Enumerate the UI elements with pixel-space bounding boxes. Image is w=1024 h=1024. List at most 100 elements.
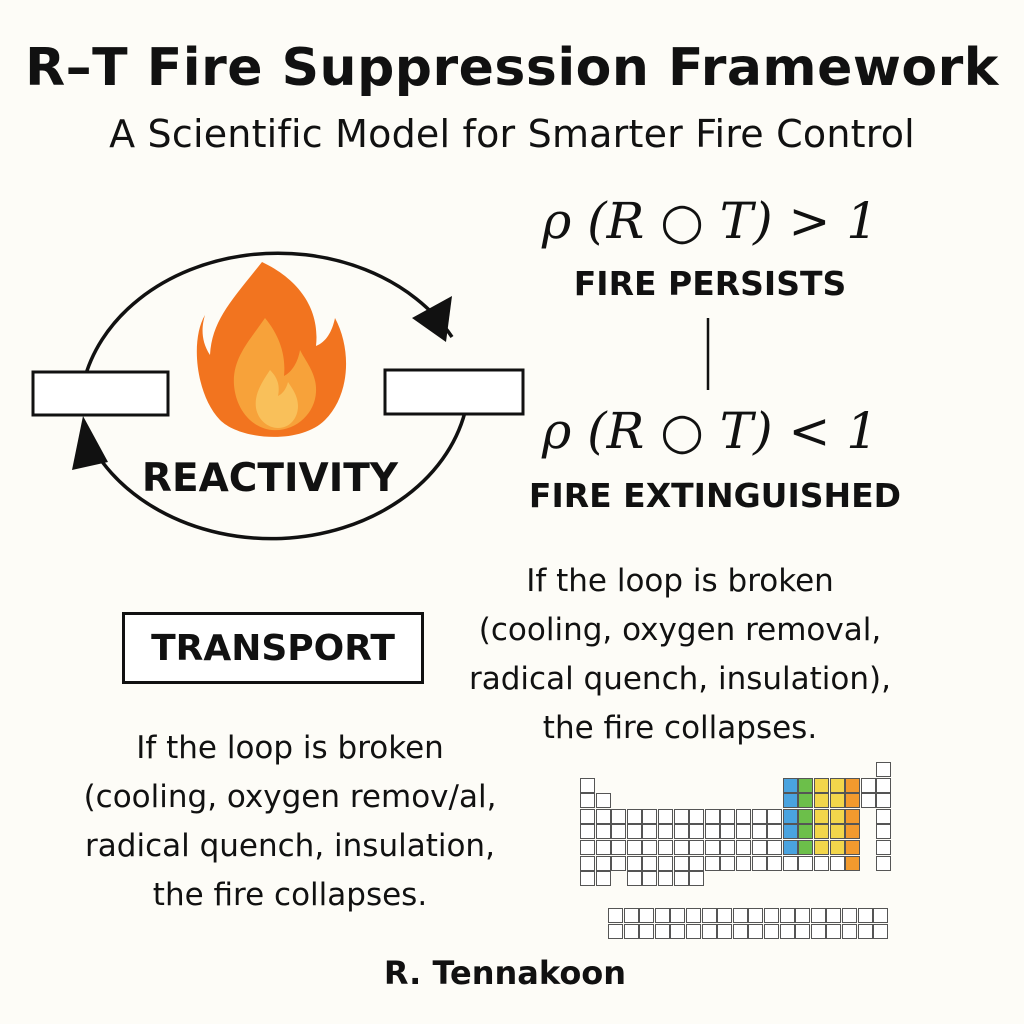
- periodic-table-cell: [764, 908, 779, 923]
- periodic-table-cell: [829, 808, 845, 824]
- periodic-table-cell: [814, 808, 829, 824]
- periodic-table-cell: [642, 840, 658, 855]
- periodic-table-cell: [798, 808, 814, 824]
- periodic-table-cell: [845, 824, 861, 840]
- transport-label: TRANSPORT: [151, 627, 395, 669]
- periodic-table-cell: [732, 923, 748, 939]
- periodic-table-cell: [829, 793, 845, 809]
- periodic-table-cell: [845, 793, 861, 809]
- periodic-table-cell: [751, 824, 767, 840]
- periodic-table-cell: [580, 793, 595, 809]
- periodic-table-cell: [580, 808, 595, 824]
- periodic-table-cell: [595, 824, 611, 840]
- periodic-table-cell: [810, 908, 826, 923]
- periodic-table-cell: [876, 777, 892, 793]
- periodic-table-cell: [782, 793, 798, 809]
- periodic-table-cell: [751, 808, 767, 824]
- periodic-table-cell: [623, 923, 639, 939]
- periodic-table-cell: [608, 908, 623, 923]
- periodic-table-cell: [842, 908, 857, 923]
- periodic-table-cell: [704, 840, 720, 855]
- explanation-right-line: the fire collapses.: [542, 710, 818, 746]
- periodic-table-cell: [798, 824, 814, 840]
- periodic-table-cell: [673, 855, 689, 871]
- periodic-table-cell: [611, 824, 627, 840]
- periodic-table-icon: [580, 762, 916, 952]
- periodic-table-cell: [704, 808, 720, 824]
- periodic-table-cell: [814, 855, 829, 871]
- periodic-table-cell: [639, 923, 655, 939]
- periodic-table-cell: [876, 840, 892, 855]
- periodic-table-cell: [748, 908, 764, 923]
- right-side-box: [383, 368, 525, 416]
- periodic-table-cell: [580, 855, 595, 871]
- periodic-table-cell: [860, 793, 876, 809]
- periodic-table-cell: [689, 855, 705, 871]
- periodic-table-cell: [595, 808, 611, 824]
- periodic-table-cell: [701, 908, 717, 923]
- periodic-table-cell: [795, 923, 811, 939]
- loop-arc-lower: [81, 411, 467, 541]
- persist-equation: ρ (R ○ T) > 1: [541, 192, 879, 250]
- periodic-table-cell: [845, 840, 861, 855]
- periodic-table-cell: [876, 855, 892, 871]
- periodic-table-cell: [767, 808, 783, 824]
- periodic-table-cell: [704, 824, 720, 840]
- periodic-table-cell: [611, 840, 627, 855]
- periodic-table-cell: [814, 777, 829, 793]
- periodic-table-cell: [751, 855, 767, 871]
- periodic-table-cell: [626, 855, 642, 871]
- periodic-table-cell: [580, 777, 595, 793]
- periodic-table-cell: [658, 808, 673, 824]
- periodic-table-cell: [642, 808, 658, 824]
- periodic-table-cell: [717, 923, 733, 939]
- transport-box: TRANSPORT: [122, 612, 424, 684]
- periodic-table-cell: [845, 855, 861, 871]
- periodic-table-cell: [595, 855, 611, 871]
- explanation-right-line: radical quench, insulation),: [469, 661, 891, 697]
- periodic-table-cell: [736, 824, 751, 840]
- periodic-table-cell: [798, 793, 814, 809]
- periodic-table-cell: [795, 908, 811, 923]
- periodic-table-cell: [810, 923, 826, 939]
- periodic-table-cell: [686, 908, 701, 923]
- explanation-left-line: (cooling, oxygen remov/al,: [83, 779, 497, 815]
- periodic-table-cell: [580, 840, 595, 855]
- loop-arrowhead-right: [412, 296, 452, 342]
- periodic-table-cell: [704, 855, 720, 871]
- periodic-table-cell: [876, 793, 892, 809]
- periodic-table-cell: [732, 908, 748, 923]
- periodic-table-cell: [842, 923, 857, 939]
- fire-persists-label: FIRE PERSISTS: [573, 264, 847, 303]
- periodic-table-cell: [767, 824, 783, 840]
- periodic-table-cell: [782, 777, 798, 793]
- left-side-box: [31, 370, 170, 417]
- reactivity-label: REACTIVITY: [141, 456, 399, 501]
- periodic-table-cell: [829, 840, 845, 855]
- loop-arrowhead-left: [72, 416, 108, 470]
- periodic-table-cell: [611, 808, 627, 824]
- periodic-table-cell: [826, 908, 842, 923]
- explanation-left-line: radical quench, insulation,: [85, 828, 495, 864]
- periodic-table-cell: [873, 923, 889, 939]
- fire-extinguished-label: FIRE EXTINGUISHED: [528, 476, 902, 515]
- periodic-table-cell: [876, 762, 892, 777]
- periodic-table-cell: [767, 855, 783, 871]
- periodic-table-cell: [689, 808, 705, 824]
- periodic-table-cell: [736, 855, 751, 871]
- periodic-table-cell: [767, 840, 783, 855]
- periodic-table-cell: [595, 840, 611, 855]
- periodic-table-cell: [673, 824, 689, 840]
- periodic-table-cell: [814, 840, 829, 855]
- periodic-table-cell: [798, 777, 814, 793]
- periodic-table-cell: [595, 793, 611, 809]
- periodic-table-cell: [595, 871, 611, 887]
- periodic-table-cell: [814, 824, 829, 840]
- periodic-table-cell: [626, 871, 642, 887]
- periodic-table-cell: [654, 923, 670, 939]
- periodic-table-cell: [860, 777, 876, 793]
- page-subtitle: A Scientific Model for Smarter Fire Cont…: [109, 112, 915, 156]
- periodic-table-cell: [826, 923, 842, 939]
- periodic-table-cell: [782, 824, 798, 840]
- periodic-table-cell: [829, 824, 845, 840]
